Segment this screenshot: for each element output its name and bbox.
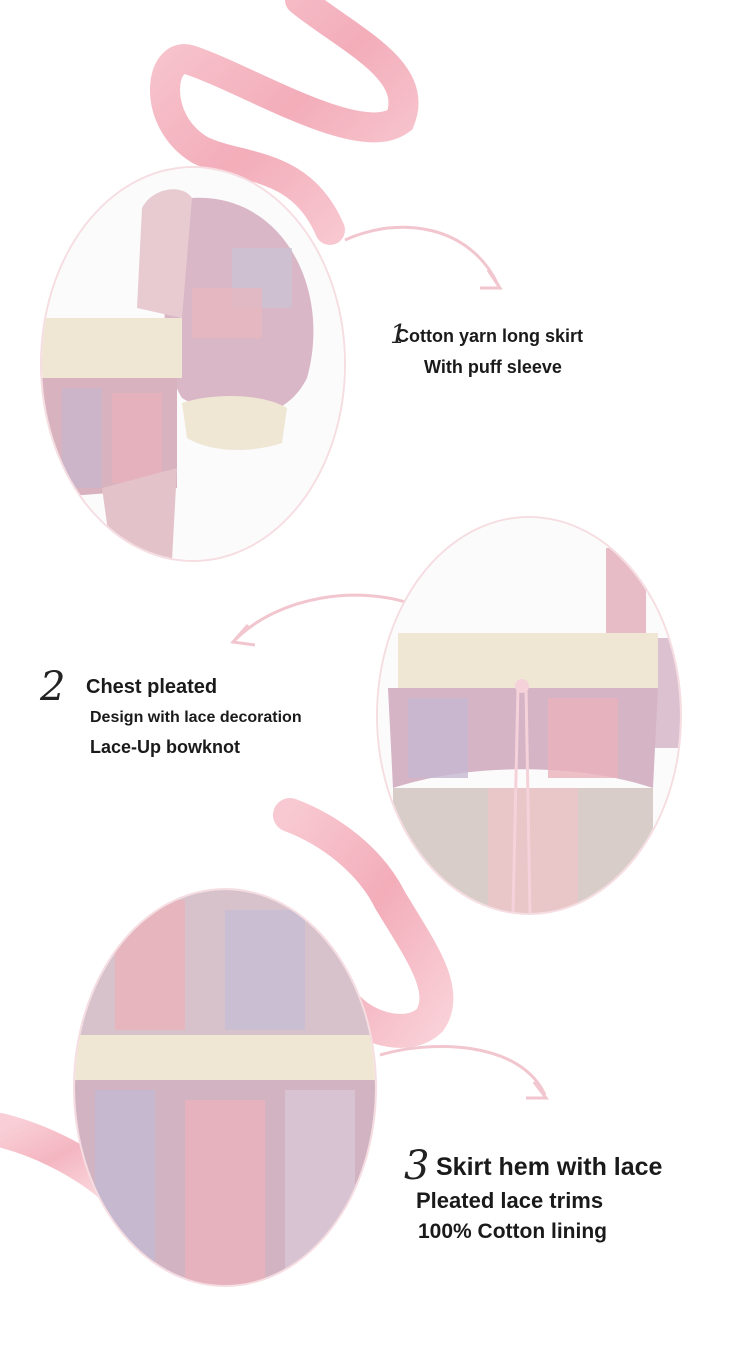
feature-1-line-1: Cotton yarn long skirt (396, 326, 584, 346)
feature-2-line-1: Chest pleated (86, 676, 218, 698)
photo-skirt-hem (75, 890, 375, 1285)
feature-3-line-1: Skirt hem with lace (436, 1153, 663, 1181)
ribbon-top (150, 0, 419, 245)
arrow-1 (344, 225, 500, 286)
ribbon-middle (273, 798, 454, 1048)
arrow-2-head (230, 624, 256, 647)
arrow-1-head (480, 269, 503, 290)
feature-2-line-2: Design with lace decoration (90, 709, 302, 726)
feature-1-line-2: With puff sleeve (424, 357, 562, 377)
feature-1: 1 Cotton yarn long skirt With puff sleev… (390, 320, 584, 378)
feature-3-line-3: 100% Cotton lining (418, 1220, 607, 1243)
skirt-hem-lace-closeup-icon (75, 890, 375, 1285)
feature-1-number: 1 (390, 320, 407, 350)
arrow-2 (233, 593, 416, 642)
arrow-3 (379, 1044, 547, 1096)
feature-2-line-3: Lace-Up bowknot (90, 737, 241, 757)
chest-lace-bowknot-closeup-icon (378, 518, 680, 913)
feature-3-line-2: Pleated lace trims (416, 1188, 604, 1213)
arrow-3-head (526, 1081, 549, 1100)
puff-sleeve-closeup-icon (42, 168, 344, 560)
photo-chest-lace (378, 518, 680, 913)
feature-1-title: 1 Cotton yarn long skirt (390, 320, 584, 350)
feature-2-number: 2 (40, 664, 66, 710)
feature-3-number: 3 (404, 1143, 430, 1189)
feature-2: 2 Chest pleated Design with lace decorat… (40, 664, 302, 758)
feature-3: 3 Skirt hem with lace Pleated lace trims… (404, 1143, 662, 1244)
photo-puff-sleeve (42, 168, 344, 560)
